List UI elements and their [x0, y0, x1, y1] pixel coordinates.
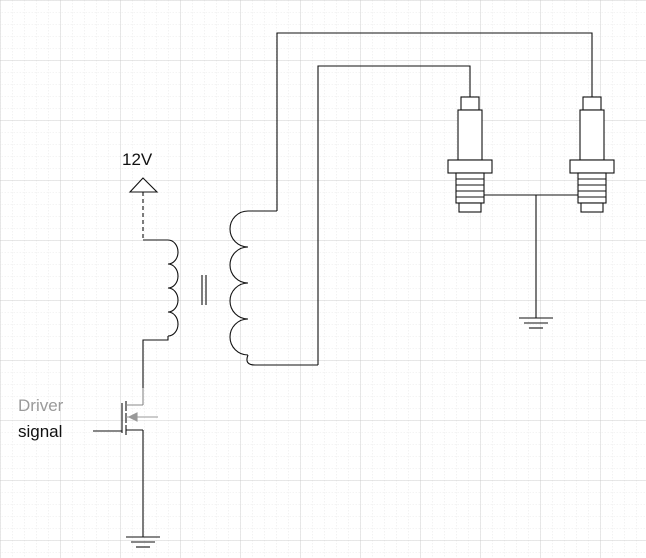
ground-symbol-mosfet — [126, 536, 160, 548]
supply-arrow-12v — [128, 177, 159, 240]
mosfet-driver — [93, 388, 158, 537]
ground-symbol-plugs — [519, 317, 553, 329]
hv-wire-inner — [317, 65, 471, 365]
signal-label: signal — [18, 422, 63, 441]
ignition-coil-primary — [142, 239, 179, 388]
driver-label: Driver — [18, 396, 64, 415]
hv-wire-outer — [276, 32, 593, 211]
supply-voltage-label: 12V — [122, 150, 153, 169]
coil-iron-core — [201, 275, 207, 305]
plug-ground-bus — [484, 194, 578, 318]
ignition-coil-secondary — [229, 210, 318, 366]
